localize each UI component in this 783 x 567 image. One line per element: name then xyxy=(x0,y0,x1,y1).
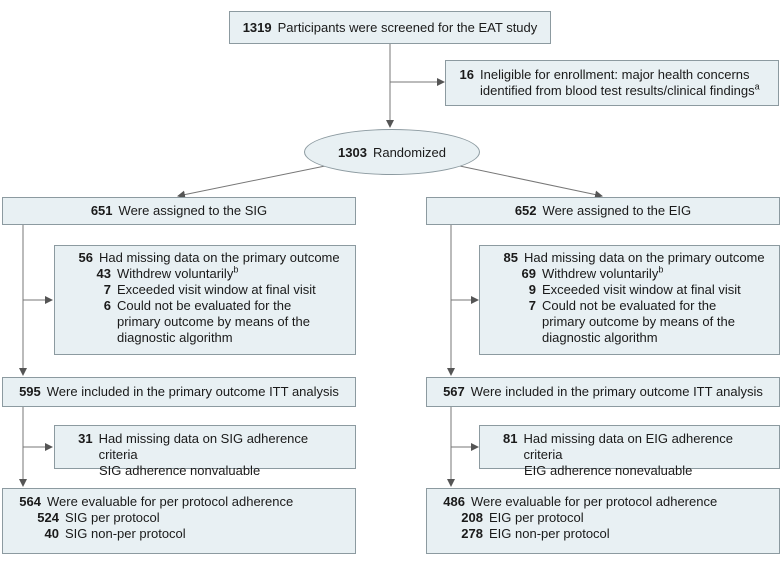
eig-assigned-box: 652 Were assigned to the EIG xyxy=(426,197,780,225)
screened-box: 1319 Participants were screened for the … xyxy=(229,11,551,44)
sig-assigned-box: 651 Were assigned to the SIG xyxy=(2,197,356,225)
sig-itt-box: 595 Were included in the primary outcome… xyxy=(2,377,356,407)
randomized-ellipse: 1303 Randomized xyxy=(304,129,480,175)
eig-itt-box: 567 Were included in the primary outcome… xyxy=(426,377,780,407)
